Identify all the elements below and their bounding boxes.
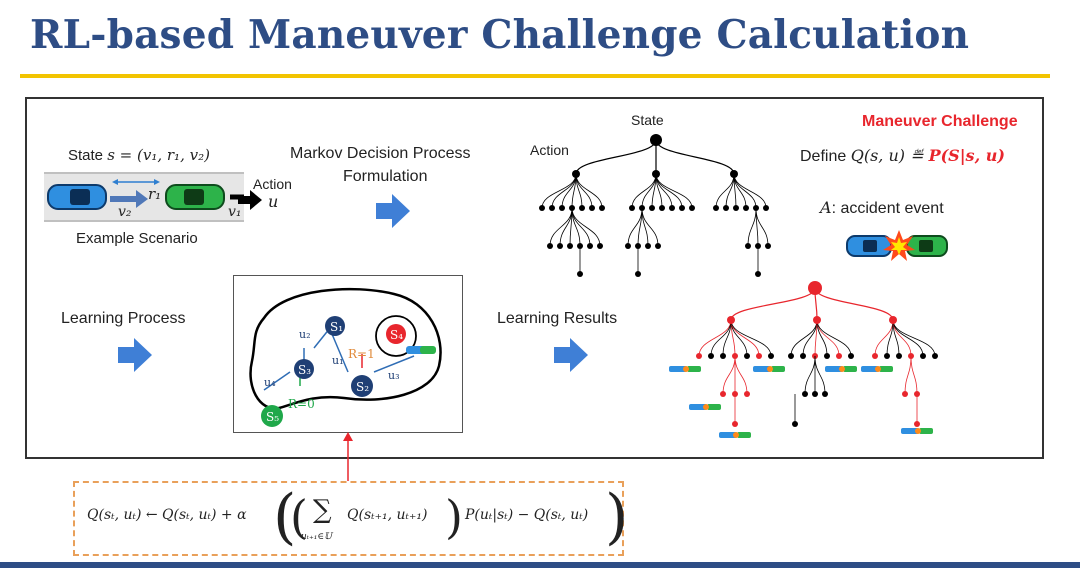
accident-collision-icon	[846, 230, 948, 261]
r1-label: r₁	[148, 185, 161, 203]
svg-text:u₁: u₁	[332, 354, 344, 367]
mdp-label-line1: Markov Decision Process	[290, 145, 471, 162]
svg-text:u₂: u₂	[299, 328, 311, 341]
formula-inner-paren-close: )	[445, 490, 463, 544]
v2-label: v₂	[118, 204, 132, 220]
state-node-s2	[351, 375, 373, 397]
state-node-s1	[325, 316, 345, 336]
svg-text:S₄: S₄	[390, 328, 403, 342]
action-variable: u	[268, 192, 279, 211]
formula-sum-index: uₜ₊₁∈𝕌	[301, 532, 332, 542]
content-frame	[25, 97, 1044, 459]
svg-text:S₃: S₃	[298, 363, 311, 377]
svg-text:R=1: R=1	[348, 347, 375, 361]
action-arrow-icon	[238, 190, 262, 210]
right-arrow-icon	[118, 338, 152, 372]
example-scenario-diagram: r₁ v₂ v₁	[44, 172, 244, 222]
title-underline	[20, 74, 1050, 78]
svg-text:S₁: S₁	[330, 320, 343, 334]
learning-results-tree-diagram	[669, 281, 938, 438]
blue-car-icon	[47, 184, 107, 210]
formula-outer-paren-close: )	[605, 482, 629, 552]
formula-outer-paren-open: (	[273, 482, 297, 552]
mdp-label-line2: Formulation	[343, 168, 428, 185]
state-node-s5	[261, 405, 283, 427]
formula-lhs: Q(sₜ, uₜ) ← Q(sₜ, uₜ) + α	[87, 507, 247, 523]
learning-process-panel: S₁ S₂ S₃ S₄ S₅ u₁ u₂ u₃ u₄ R=1 R=0	[233, 275, 463, 433]
formula-sum: ∑	[313, 495, 332, 525]
formula-connector-arrow	[343, 432, 353, 484]
svg-text:u₄: u₄	[264, 376, 276, 389]
learning-process-label: Learning Process	[61, 310, 186, 327]
formula-prob-term: P(uₜ|sₜ) − Q(sₜ, uₜ)	[465, 507, 589, 523]
svg-text:S₂: S₂	[356, 380, 369, 394]
green-car-icon	[165, 184, 225, 210]
right-arrow-icon	[554, 338, 588, 372]
svg-text:S₅: S₅	[266, 410, 279, 424]
tree-action-label: Action	[530, 142, 569, 158]
scenario-caption: Example Scenario	[76, 230, 198, 247]
slide-title: RL-based Maneuver Challenge Calculation	[30, 12, 970, 58]
v1-label: v₁	[228, 204, 242, 220]
formula-inner-paren-open: (	[290, 490, 308, 544]
learning-results-label: Learning Results	[497, 310, 618, 327]
state-transition-graph: S₁ S₂ S₃ S₄ S₅ u₁ u₂ u₃ u₄ R=1 R=0	[249, 287, 442, 427]
formula-inner-term: Q(sₜ₊₁, uₜ₊₁)	[347, 507, 428, 523]
svg-text:R=0: R=0	[288, 397, 315, 411]
tree-state-label: State	[631, 112, 664, 128]
state-action-tree-diagram	[539, 134, 771, 277]
q-learning-update-formula: Q(sₜ, uₜ) ← Q(sₜ, uₜ) + α ( ( ∑ uₜ₊₁∈𝕌 Q…	[73, 481, 628, 556]
state-node-s4	[386, 324, 406, 344]
accident-event-label: A: accident event	[820, 198, 944, 217]
svg-text:u₃: u₃	[388, 369, 400, 382]
scenario-action-label: Action	[253, 176, 292, 192]
challenge-definition: Define Q(s, u) ≝ P(S|s, u)	[800, 146, 1005, 165]
right-arrow-icon	[376, 194, 410, 228]
maneuver-challenge-heading: Maneuver Challenge	[862, 113, 1018, 130]
state-label: State s = (v₁, r₁, v₂)	[68, 146, 210, 164]
state-node-s3	[294, 359, 314, 379]
bottom-bar	[0, 562, 1080, 568]
